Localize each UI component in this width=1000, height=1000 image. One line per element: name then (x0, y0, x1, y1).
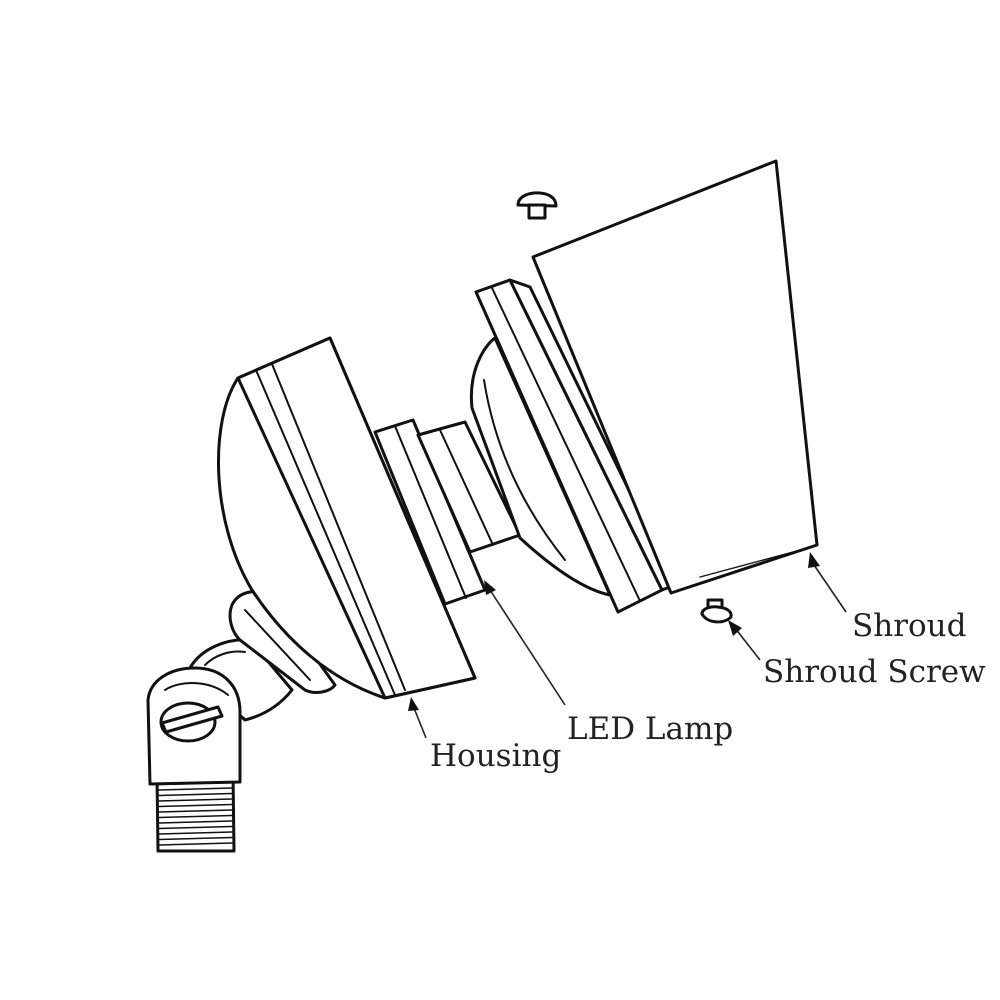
leader-shroud (808, 552, 847, 613)
thread-mark (158, 842, 233, 846)
shroud-screw-top (516, 191, 558, 220)
label-shroud: Shroud (852, 608, 967, 644)
thread-mark (158, 792, 233, 797)
thread-mark (158, 831, 233, 835)
thread-mark (158, 787, 233, 791)
threaded-stem (155, 770, 236, 853)
shroud-screw-bottom (700, 598, 733, 624)
thread-mark (158, 825, 233, 830)
leader-led-lamp (484, 580, 566, 706)
housing (217, 336, 487, 700)
leader-housing (408, 697, 427, 739)
thread-mark (158, 814, 233, 819)
label-shroud-screw: Shroud Screw (763, 654, 986, 690)
thread-mark (158, 803, 233, 808)
thread-mark (158, 809, 233, 813)
thread-mark (158, 836, 233, 841)
thread-mark (158, 798, 233, 802)
led-lamp (416, 278, 677, 614)
label-led-lamp: LED Lamp (567, 711, 733, 747)
leader-shroud-screw (728, 620, 761, 661)
label-housing: Housing (430, 738, 561, 774)
knuckle-screw (159, 701, 224, 743)
shroud (531, 159, 819, 595)
thread-mark (158, 820, 233, 824)
